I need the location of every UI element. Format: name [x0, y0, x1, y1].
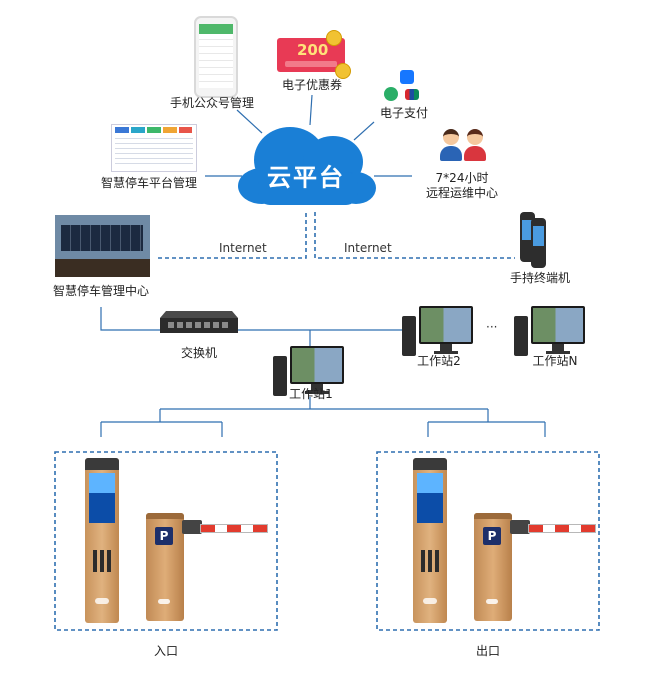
- dashboard-icon: [111, 124, 197, 172]
- barrier-gate-icon: P: [474, 513, 512, 621]
- workstation-2-label: 工作站2: [417, 354, 461, 368]
- line-payment: [353, 121, 375, 141]
- control-center-label: 智慧停车管理中心: [52, 284, 150, 298]
- line-coupon: [309, 94, 313, 126]
- payment-label: 电子支付: [379, 106, 429, 120]
- workstation-n-label: 工作站N: [532, 354, 578, 368]
- entrance-label: 入口: [153, 644, 179, 658]
- unionpay-icon: [405, 89, 419, 100]
- platform-management-label: 智慧停车平台管理: [100, 176, 198, 190]
- barrier-arm: [528, 524, 596, 533]
- cloud-icon: [238, 127, 376, 205]
- internet-link-left: [158, 212, 307, 259]
- entrance-zone: [54, 451, 278, 631]
- coupon-amount: 200: [297, 41, 329, 59]
- ellipsis: ···: [486, 320, 498, 334]
- handheld-label: 手持终端机: [509, 271, 571, 285]
- control-room-icon: [55, 215, 150, 277]
- cloud-platform-label: 云平台: [267, 163, 345, 192]
- workstation-icon: [514, 306, 586, 358]
- workstation-icon: [273, 346, 345, 398]
- exit-zone: [376, 451, 600, 631]
- switch-label: 交换机: [180, 346, 218, 360]
- wechat-pay-icon: [384, 87, 398, 101]
- support-agents-icon: [440, 129, 462, 161]
- mobile-management-label: 手机公众号管理: [169, 96, 255, 110]
- coupon-label: 电子优惠券: [281, 78, 343, 92]
- line-mobile: [236, 109, 263, 134]
- phone-icon: [194, 16, 238, 98]
- internet-link-right: [314, 212, 515, 259]
- ticket-kiosk-icon: [85, 458, 119, 623]
- network-switch-icon: [160, 311, 238, 333]
- ops-hours-label: 7*24小时: [435, 171, 489, 185]
- line-center-switch: [100, 307, 160, 331]
- coin-icon: [326, 30, 342, 46]
- handheld-terminal-icon: [531, 218, 546, 268]
- support-agent-icon: [464, 129, 486, 161]
- barrier-arm: [200, 524, 268, 533]
- coin-icon: [335, 63, 351, 79]
- internet-label-left: Internet: [219, 241, 267, 255]
- exit-label: 出口: [475, 644, 501, 658]
- workstation-icon: [402, 306, 474, 358]
- internet-label-right: Internet: [344, 241, 392, 255]
- ops-center-label: 远程运维中心: [425, 186, 499, 200]
- barrier-arm-hinge: [510, 520, 530, 534]
- alipay-icon: [400, 70, 414, 84]
- ticket-kiosk-icon: [413, 458, 447, 623]
- barrier-arm-hinge: [182, 520, 202, 534]
- workstation-1-label: 工作站1: [289, 387, 333, 401]
- barrier-gate-icon: P: [146, 513, 184, 621]
